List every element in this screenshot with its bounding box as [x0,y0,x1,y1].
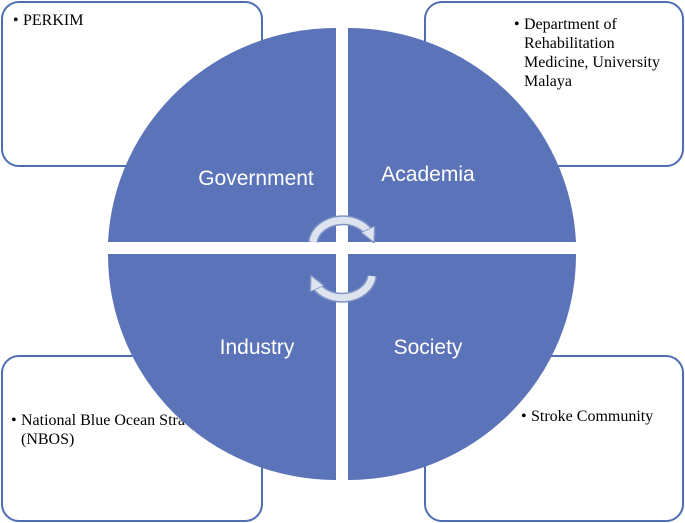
bullet-icon: • [514,16,520,33]
quadrant-label-society: Society [394,336,463,359]
partner-item: • Stroke Community [521,407,676,426]
partner-item: • National Blue Ocean Strategy (NBOS) [11,411,251,449]
partner-item: • Department of Rehabilitation Medicine,… [514,15,674,91]
cycle-arrow-icon [308,215,377,303]
quadrant-label-government: Government [198,167,314,190]
quadrant-bottom-left [107,254,336,480]
bullet-icon: • [11,412,17,429]
quadrant-label-industry: Industry [220,336,295,359]
bullet-icon: • [13,12,19,29]
bullet-icon: • [521,408,527,425]
quadrant-top-right [348,27,576,242]
partner-item-label: Department of Rehabilitation Medicine, U… [524,16,660,90]
partner-item-label: PERKIM [23,12,84,29]
quadrant-label-academia: Academia [381,163,475,186]
quadrant-top-left [108,27,336,243]
partner-item: • PERKIM [13,11,251,30]
partner-item-label: Stroke Community [531,408,654,425]
partner-item-label: National Blue Ocean Strategy (NBOS) [21,412,213,448]
quadrant-bottom-right [348,254,577,480]
